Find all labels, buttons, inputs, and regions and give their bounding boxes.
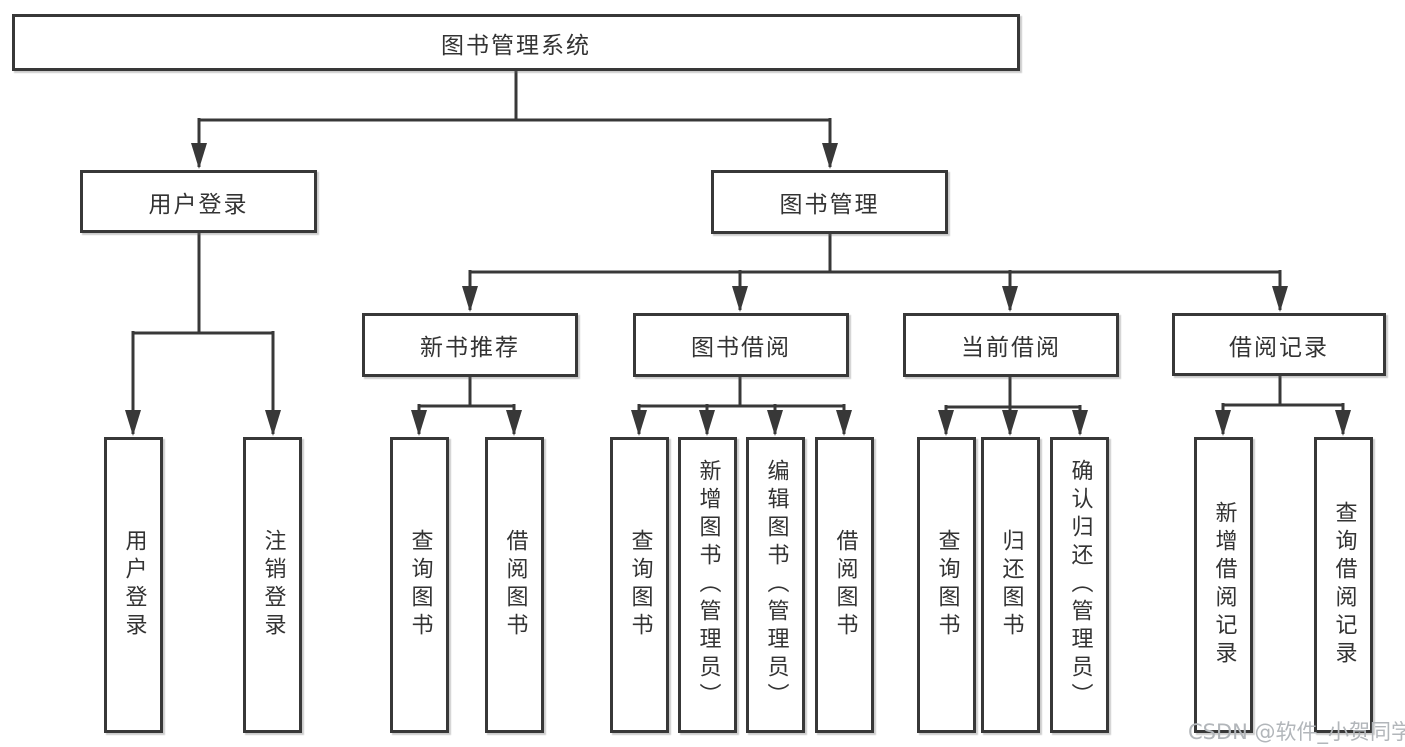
node-label: 用户登录 <box>148 191 249 218</box>
leaf-query-books: 查询图书 <box>390 437 449 733</box>
csdn-watermark: CSDN @软件_小贺同学 <box>1188 720 1405 744</box>
leaf-add-borrow-record: 新增借阅记录 <box>1194 437 1253 733</box>
leaf-borrow-books: 借阅图书 <box>815 437 874 733</box>
leaf-confirm-return-admin: 确认归还（管理员） <box>1050 437 1109 733</box>
leaf-edit-book-admin: 编辑图书（管理员） <box>746 437 805 733</box>
leaf-label: 确认归还（管理员） <box>1067 459 1093 711</box>
leaf-label: 查询图书 <box>407 529 433 641</box>
node-label: 图书管理系统 <box>441 32 591 59</box>
node-label: 图书管理 <box>779 192 880 218</box>
node-borrowing-records: 借阅记录 <box>1172 313 1386 376</box>
leaf-return-books: 归还图书 <box>981 437 1040 733</box>
leaf-label: 归还图书 <box>998 529 1024 641</box>
leaf-query-books: 查询图书 <box>917 437 976 733</box>
leaf-label: 借阅图书 <box>502 529 528 641</box>
node-current-borrowing: 当前借阅 <box>903 313 1119 377</box>
node-user-login: 用户登录 <box>80 170 317 233</box>
node-label: 当前借阅 <box>961 335 1061 361</box>
leaf-label: 编辑图书（管理员） <box>763 459 789 711</box>
leaf-logout: 注销登录 <box>243 437 302 733</box>
leaf-label: 用户登录 <box>121 529 147 641</box>
node-book-management: 图书管理 <box>711 170 948 234</box>
node-book-borrowing: 图书借阅 <box>633 313 849 377</box>
node-label: 新书推荐 <box>420 335 520 361</box>
leaf-label: 新增借阅记录 <box>1211 501 1237 669</box>
node-library-management-system: 图书管理系统 <box>12 14 1020 71</box>
leaf-label: 新增图书（管理员） <box>695 459 721 711</box>
leaf-add-book-admin: 新增图书（管理员） <box>678 437 737 733</box>
node-new-book-recommendation: 新书推荐 <box>362 313 578 377</box>
leaf-label: 查询图书 <box>627 529 653 641</box>
leaf-label: 借阅图书 <box>832 529 858 641</box>
leaf-query-books: 查询图书 <box>610 437 669 733</box>
leaf-label: 查询借阅记录 <box>1331 501 1357 669</box>
node-label: 借阅记录 <box>1229 334 1329 361</box>
leaf-label: 查询图书 <box>934 529 960 641</box>
leaf-user-login: 用户登录 <box>104 437 163 733</box>
leaf-borrow-books: 借阅图书 <box>485 437 544 733</box>
leaf-label: 注销登录 <box>260 529 286 641</box>
leaf-query-borrow-record: 查询借阅记录 <box>1314 437 1373 733</box>
node-label: 图书借阅 <box>691 335 791 361</box>
